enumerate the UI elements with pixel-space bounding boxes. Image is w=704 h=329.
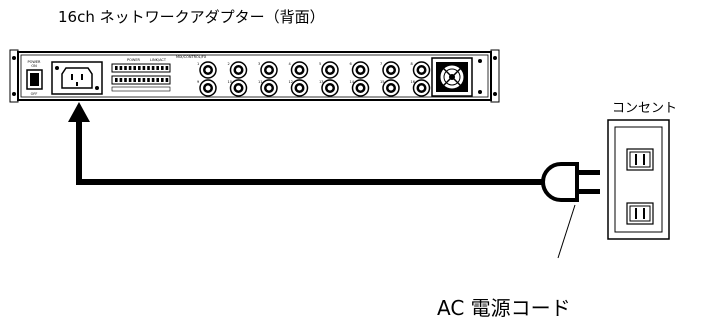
bnc-connector-3: 3 bbox=[258, 61, 278, 79]
bnc-group-label: MIX/CONTROL/FX bbox=[176, 55, 207, 59]
cord-leader-line bbox=[557, 204, 576, 259]
terminal-pin bbox=[147, 66, 150, 70]
bnc-number: 10 bbox=[228, 80, 232, 84]
bnc-number: 6 bbox=[350, 62, 352, 66]
outlet-socket-bottom bbox=[626, 202, 654, 225]
bnc-connector-11: 11 bbox=[258, 79, 278, 97]
bnc-number: 1 bbox=[197, 62, 199, 66]
terminal-pin bbox=[119, 78, 123, 82]
terminal-pin bbox=[138, 66, 141, 70]
terminal-pin bbox=[115, 78, 118, 82]
cord-arrow bbox=[68, 102, 549, 185]
terminal-pin bbox=[138, 78, 141, 82]
terminal-pin bbox=[161, 78, 164, 82]
bnc-number: 11 bbox=[258, 80, 262, 84]
svg-text:POWER: POWER bbox=[127, 58, 141, 62]
terminal-pin bbox=[142, 78, 146, 82]
terminal-pin bbox=[133, 66, 136, 70]
bnc-number: 2 bbox=[228, 62, 230, 66]
bnc-number: 13 bbox=[319, 80, 323, 84]
bnc-number: 9 bbox=[197, 80, 199, 84]
power-off-label: OFF bbox=[31, 92, 38, 96]
bnc-number: 8 bbox=[411, 62, 413, 66]
outlet-label: コンセント bbox=[612, 101, 678, 116]
bnc-number: 12 bbox=[289, 80, 293, 84]
terminal-pin bbox=[133, 78, 136, 82]
ac-inlet bbox=[51, 61, 103, 95]
bnc-connector-13: 13 bbox=[319, 79, 339, 97]
bnc-connector-16: 16 bbox=[411, 79, 431, 97]
bnc-number: 5 bbox=[319, 62, 321, 66]
ac-plug bbox=[541, 162, 600, 202]
terminal-pin bbox=[161, 66, 164, 70]
bnc-number: 3 bbox=[258, 62, 260, 66]
diagram-title: 16ch ネットワークアダプター（背面） bbox=[58, 8, 325, 26]
bnc-connector-9: 9 bbox=[197, 79, 217, 97]
wall-outlet bbox=[607, 119, 670, 240]
bnc-number: 7 bbox=[380, 62, 382, 66]
cord-label: AC 電源コード bbox=[437, 296, 571, 320]
bnc-connector-14: 14 bbox=[350, 79, 370, 97]
bnc-connector-2: 2 bbox=[228, 61, 248, 79]
bnc-connector-4: 4 bbox=[289, 61, 309, 79]
bnc-connector-1: 1 bbox=[197, 61, 217, 79]
terminal-pin bbox=[156, 66, 159, 70]
terminal-pin bbox=[142, 66, 146, 70]
terminal-pin bbox=[156, 78, 159, 82]
terminal-pin bbox=[147, 78, 150, 82]
outlet-socket-top bbox=[626, 148, 654, 171]
terminal-pin bbox=[128, 66, 132, 70]
bnc-number: 4 bbox=[289, 62, 292, 66]
bnc-connector-8: 8 bbox=[411, 61, 431, 79]
terminal-pin bbox=[124, 78, 127, 82]
bnc-number: 14 bbox=[350, 80, 355, 84]
bnc-connector-10: 10 bbox=[228, 79, 248, 97]
bnc-number: 16 bbox=[411, 80, 415, 84]
terminal-blocks: POWER LINK/ACT bbox=[111, 58, 171, 92]
terminal-pin bbox=[119, 66, 123, 70]
terminal-pin bbox=[151, 78, 155, 82]
bnc-connector-15: 15 bbox=[380, 79, 400, 97]
terminal-pin bbox=[165, 66, 169, 70]
bnc-number: 15 bbox=[380, 80, 384, 84]
terminal-pin bbox=[128, 78, 132, 82]
svg-text:LINK/ACT: LINK/ACT bbox=[150, 58, 167, 62]
terminal-pin bbox=[124, 66, 127, 70]
bnc-connector-6: 6 bbox=[350, 61, 370, 79]
bnc-connector-5: 5 bbox=[319, 61, 339, 79]
power-switch bbox=[26, 69, 43, 90]
fan-grille bbox=[431, 57, 473, 97]
bnc-connector-7: 7 bbox=[380, 61, 400, 79]
terminal-pin bbox=[165, 78, 169, 82]
terminal-pin bbox=[151, 66, 155, 70]
bnc-connector-12: 12 bbox=[289, 79, 309, 97]
terminal-pin bbox=[115, 66, 118, 70]
